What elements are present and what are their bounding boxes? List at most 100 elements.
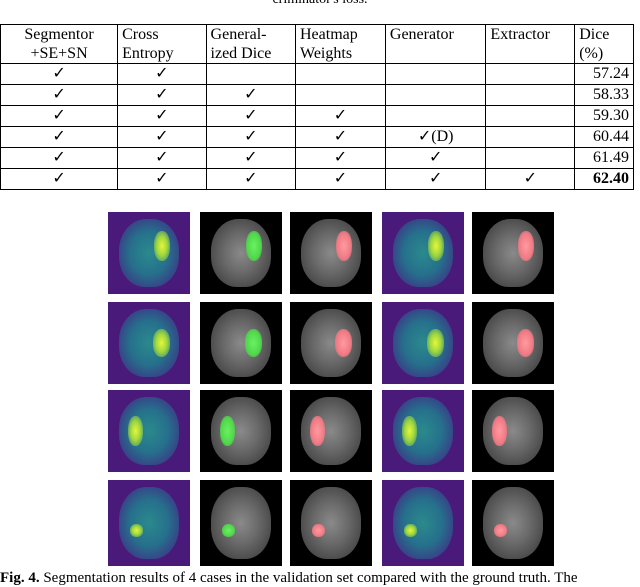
lesion-region — [426, 329, 445, 357]
lesion-region — [219, 415, 236, 447]
column-header: Dice(%) — [574, 24, 634, 64]
segmentation-image — [382, 390, 464, 472]
figure-label: Fig. 4. — [0, 570, 40, 586]
table-row: ✓✓✓✓✓✓62.40 — [0, 168, 634, 190]
segmentation-image — [382, 480, 464, 566]
segmentation-image — [290, 302, 372, 384]
lesion-region — [404, 524, 418, 538]
table-cell — [485, 105, 576, 127]
table-cell: ✓ — [0, 147, 119, 169]
column-header: Segmentor+SE+SN — [0, 24, 119, 64]
lesion-region — [517, 230, 535, 262]
table-cell: ✓ — [117, 63, 207, 85]
lesion-region — [245, 230, 263, 262]
segmentation-image — [382, 302, 464, 384]
brain-scan — [211, 396, 271, 466]
brain-scan — [483, 486, 543, 560]
table-cell: ✓ — [384, 147, 487, 169]
brain-scan — [119, 486, 179, 560]
segmentation-image — [472, 390, 554, 472]
lesion-region — [335, 230, 353, 262]
column-header-line: Cross — [122, 26, 159, 43]
column-header: General-ized Dice — [205, 24, 297, 64]
table-cell — [485, 63, 576, 85]
column-header-line: (%) — [579, 45, 604, 62]
table-cell: ✓(D) — [384, 126, 487, 148]
table-cell — [384, 63, 487, 85]
table-caption-fragment: criminator's loss. — [0, 0, 640, 8]
figure-caption: Fig. 4. Segmentation results of 4 cases … — [0, 570, 640, 587]
table-cell: ✓ — [0, 63, 119, 85]
table-cell: ✓ — [295, 147, 386, 169]
figure-caption-text: Segmentation results of 4 cases in the v… — [39, 570, 578, 586]
lesion-region — [244, 329, 263, 357]
segmentation-image — [108, 480, 190, 566]
table-cell — [485, 147, 576, 169]
column-header-line: General- — [210, 26, 267, 43]
column-header-line: Extractor — [490, 26, 550, 43]
table-row: ✓✓✓✓✓(D)60.44 — [0, 126, 634, 148]
column-header-line: Weights — [300, 45, 353, 62]
lesion-region — [127, 415, 144, 447]
column-header-line: Heatmap — [300, 26, 358, 43]
brain-scan — [119, 308, 179, 378]
segmentation-image — [108, 390, 190, 472]
brain-scan — [483, 308, 543, 378]
segmentation-image — [472, 480, 554, 566]
table-cell — [295, 84, 386, 106]
brain-scan — [301, 396, 361, 466]
lesion-region — [153, 230, 171, 262]
lesion-region — [494, 524, 508, 538]
dice-cell: 60.44 — [574, 126, 634, 148]
segmentation-image — [108, 302, 190, 384]
lesion-region — [401, 415, 418, 447]
brain-scan — [483, 218, 543, 288]
table-cell: ✓ — [295, 168, 386, 190]
table-cell — [485, 84, 576, 106]
lesion-region — [309, 415, 326, 447]
dice-cell: 58.33 — [574, 84, 634, 106]
brain-scan — [393, 308, 453, 378]
brain-scan — [211, 308, 271, 378]
table-cell: ✓ — [205, 168, 297, 190]
dice-cell: 62.40 — [574, 168, 634, 190]
table-cell — [295, 63, 386, 85]
dice-cell: 59.30 — [574, 105, 634, 127]
table-cell: ✓ — [384, 168, 487, 190]
table-cell: ✓ — [205, 147, 297, 169]
table-cell: ✓ — [0, 126, 119, 148]
brain-scan — [301, 308, 361, 378]
column-header-line — [490, 44, 570, 63]
column-header: Extractor — [485, 24, 576, 64]
table-row: ✓✓✓✓✓61.49 — [0, 147, 634, 169]
segmentation-image — [382, 212, 464, 294]
column-header-line: ized Dice — [210, 45, 272, 62]
lesion-region — [427, 230, 445, 262]
column-header-line: +SE+SN — [30, 45, 88, 62]
segmentation-image — [200, 480, 282, 566]
lesion-region — [222, 524, 236, 538]
table-cell — [205, 63, 297, 85]
table-cell: ✓ — [0, 84, 119, 106]
table-cell: ✓ — [485, 168, 576, 190]
brain-scan — [393, 218, 453, 288]
table-cell: ✓ — [117, 147, 207, 169]
brain-scan — [211, 218, 271, 288]
segmentation-image — [290, 212, 372, 294]
segmentation-image — [472, 302, 554, 384]
segmentation-image — [472, 212, 554, 294]
table-cell: ✓ — [0, 168, 119, 190]
lesion-region — [152, 329, 171, 357]
brain-scan — [119, 218, 179, 288]
segmentation-image — [200, 390, 282, 472]
brain-scan — [483, 396, 543, 466]
column-header-line — [390, 44, 482, 63]
table-row: ✓✓✓58.33 — [0, 84, 634, 106]
table-row: ✓✓✓✓59.30 — [0, 105, 634, 127]
table-cell: ✓ — [117, 126, 207, 148]
dice-cell: 61.49 — [574, 147, 634, 169]
table-cell — [384, 105, 487, 127]
